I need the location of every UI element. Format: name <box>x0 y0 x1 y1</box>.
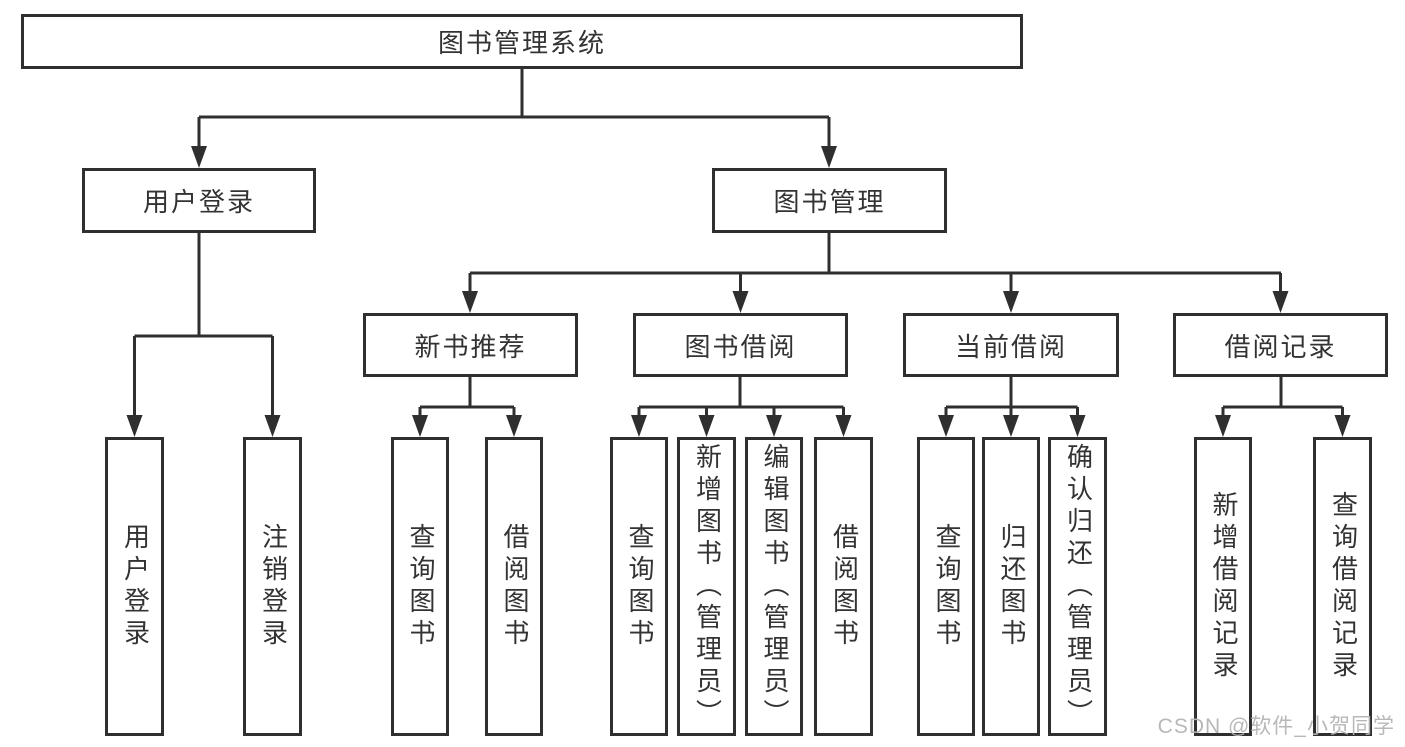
leaf-return-books: 归还图书 <box>982 437 1040 736</box>
node-current-borrowing: 当前借阅 <box>903 313 1119 377</box>
leaf-query-books-1: 查询图书 <box>391 437 449 736</box>
leaf-add-borrow-record: 新增借阅记录 <box>1194 437 1252 736</box>
leaf-edit-book-admin: 编辑图书（管理员） <box>745 437 803 736</box>
node-label: 编辑图书（管理员） <box>759 442 790 731</box>
leaf-borrow-books-2: 借阅图书 <box>814 437 873 736</box>
leaf-user-login: 用户登录 <box>105 437 164 736</box>
node-book-borrowing: 图书借阅 <box>633 313 848 377</box>
leaf-borrow-books-1: 借阅图书 <box>485 437 543 736</box>
leaf-logout: 注销登录 <box>243 437 302 736</box>
node-label: 图书管理系统 <box>437 28 606 58</box>
node-label: 新增借阅记录 <box>1208 490 1239 683</box>
node-label: 新增图书（管理员） <box>692 442 723 731</box>
node-label: 查询借阅记录 <box>1328 490 1359 683</box>
node-label: 新书推荐 <box>414 331 527 362</box>
leaf-confirm-return-admin: 确认归还（管理员） <box>1048 437 1107 736</box>
node-borrow-records: 借阅记录 <box>1173 313 1388 377</box>
node-label: 图书借阅 <box>684 331 797 362</box>
node-label: 归还图书 <box>996 522 1027 651</box>
node-label: 借阅图书 <box>499 522 530 651</box>
node-label: 借阅图书 <box>829 522 860 651</box>
leaf-query-borrow-record: 查询借阅记录 <box>1313 437 1372 736</box>
node-label: 图书管理 <box>773 187 886 217</box>
leaf-query-books-2: 查询图书 <box>610 437 668 736</box>
node-label: 确认归还（管理员） <box>1063 442 1094 731</box>
node-user-login: 用户登录 <box>82 168 316 233</box>
leaf-add-book-admin: 新增图书（管理员） <box>677 437 736 736</box>
node-label: 查询图书 <box>624 522 655 651</box>
node-library-management-system: 图书管理系统 <box>21 14 1023 69</box>
node-label: 用户登录 <box>142 187 255 217</box>
watermark: CSDN @软件_小贺同学 <box>1157 715 1395 738</box>
node-label: 用户登录 <box>120 522 151 651</box>
leaf-query-books-3: 查询图书 <box>917 437 975 736</box>
node-label: 查询图书 <box>405 522 436 651</box>
node-label: 借阅记录 <box>1224 331 1337 362</box>
node-book-management: 图书管理 <box>712 168 947 233</box>
node-label: 当前借阅 <box>954 331 1067 362</box>
node-label: 注销登录 <box>258 522 289 651</box>
node-new-book-recommend: 新书推荐 <box>363 313 578 377</box>
node-label: 查询图书 <box>931 522 962 651</box>
